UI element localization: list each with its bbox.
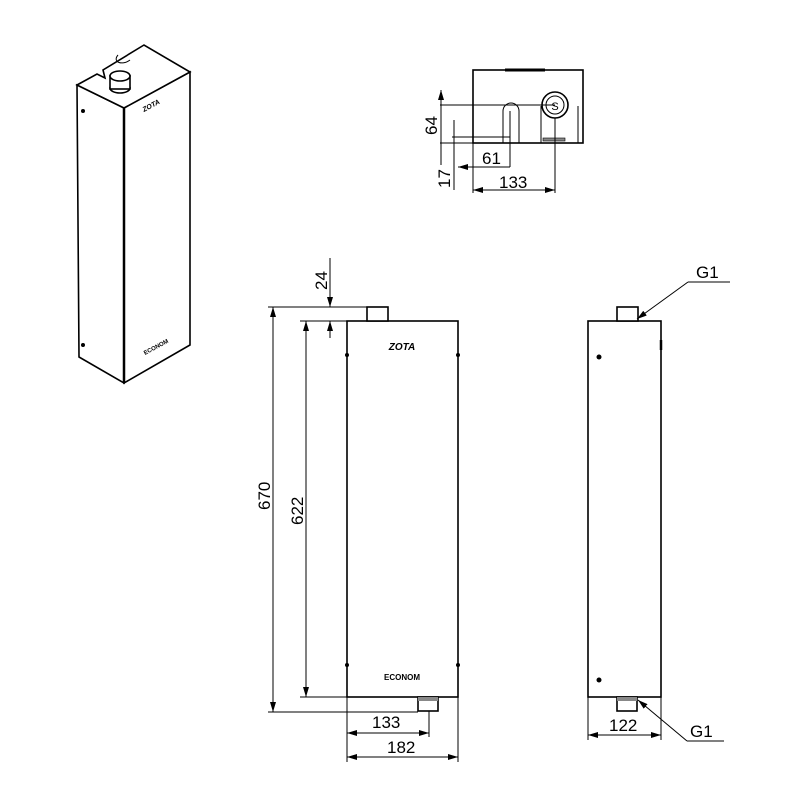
- dim-17: 17: [435, 169, 454, 188]
- dim-24: 24: [312, 271, 331, 290]
- dim-133: 133: [372, 713, 400, 732]
- side-view: G1 G1 122: [587, 263, 730, 742]
- dim-64: 64: [422, 116, 441, 135]
- dim-133-top: 133: [499, 173, 527, 192]
- screw-icon: [81, 109, 85, 113]
- thread-label-bottom: G1: [690, 722, 713, 741]
- top-view: S 64 17 61 133: [422, 68, 584, 193]
- svg-text:S: S: [551, 101, 558, 113]
- dim-622: 622: [288, 497, 307, 525]
- dim-670: 670: [255, 482, 274, 510]
- thread-label-top: G1: [696, 263, 719, 282]
- dim-122: 122: [609, 716, 637, 735]
- isometric-view: ZOTA ECONOM: [75, 44, 192, 385]
- dim-182: 182: [387, 738, 415, 757]
- screw-icon: [81, 343, 85, 347]
- front-brand-logo: ZOTA: [388, 342, 415, 353]
- front-view: ZOTA ECONOM 24 670 622 133 182: [255, 258, 460, 762]
- dim-61: 61: [482, 149, 501, 168]
- front-model-label: ECONOM: [384, 673, 420, 682]
